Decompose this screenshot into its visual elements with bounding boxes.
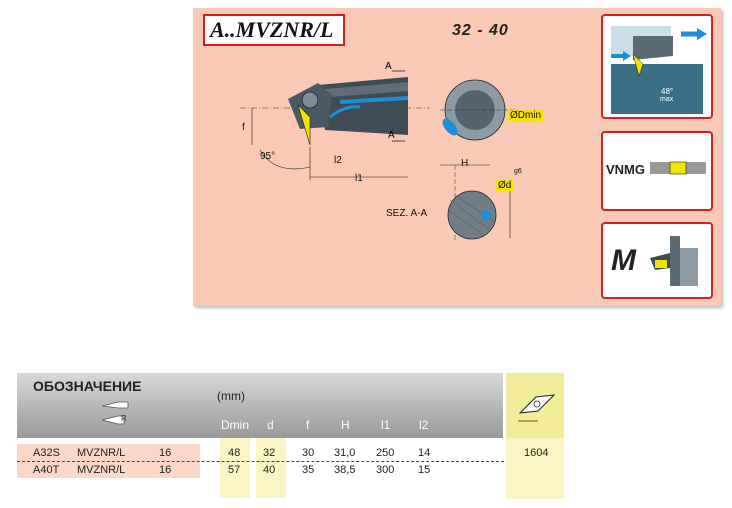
row2-name: MVZNR/L xyxy=(77,464,126,476)
angle-sub: max xyxy=(660,96,674,103)
unit-label: (mm) xyxy=(217,389,245,403)
insert-type-label: VNMG xyxy=(606,162,645,177)
col-header-dmin: Dmin xyxy=(221,418,250,432)
row2-code: A40T xyxy=(33,464,60,476)
row2-l1: 300 xyxy=(376,464,395,476)
col-header-h: H xyxy=(341,418,350,432)
coolant-illustration xyxy=(611,26,707,114)
insert-profile-icon xyxy=(650,161,706,175)
dmin-column-highlight xyxy=(220,438,250,498)
row2-l2: 15 xyxy=(418,464,431,476)
row1-h: 31,0 xyxy=(334,447,356,459)
svg-text:l1: l1 xyxy=(355,173,363,184)
svg-text:A: A xyxy=(385,61,392,72)
clamp-illustration xyxy=(650,236,698,286)
row1-dmin: 48 xyxy=(228,447,241,459)
col-header-d: d xyxy=(267,418,274,432)
table-header xyxy=(17,373,503,438)
angle-label: 48° xyxy=(661,87,674,96)
col-header-l1: l1 xyxy=(381,418,391,432)
arrow-right-icon xyxy=(697,28,707,40)
technical-drawing: A A f 95° l2 l1 xyxy=(240,61,515,184)
row1-size: 16 xyxy=(159,447,172,459)
row2-size: 16 xyxy=(159,464,172,476)
row2-h: 38,5 xyxy=(334,464,356,476)
d-label: Ød xyxy=(496,180,514,191)
row1-name: MVZNR/L xyxy=(77,447,126,459)
h-label: H xyxy=(461,158,469,169)
row1-l2: 14 xyxy=(418,447,431,459)
row2-dmin: 57 xyxy=(228,464,241,476)
section-view xyxy=(440,164,511,240)
diameter-range: 32 - 40 xyxy=(452,22,509,39)
row2-d: 40 xyxy=(263,464,276,476)
section-label: SEZ. A-A xyxy=(386,208,428,219)
coolant-channel xyxy=(339,96,409,104)
insert-shape xyxy=(297,104,311,146)
col-header-f: f xyxy=(306,418,310,432)
d-column-highlight xyxy=(256,438,286,498)
col-header-l2: l2 xyxy=(419,418,429,432)
svg-text:f: f xyxy=(242,122,245,133)
row2-f: 35 xyxy=(302,464,315,476)
clamp-type-label: M xyxy=(611,244,636,277)
row1-f: 30 xyxy=(302,447,315,459)
g6-label: g6 xyxy=(514,168,522,175)
insert-rhombus-icon xyxy=(518,394,556,422)
designation-title: ОБОЗНАЧЕНИЕ xyxy=(33,378,142,394)
insert-code: 1604 xyxy=(524,447,549,459)
insert-column-header xyxy=(506,373,564,438)
hand-label: R xyxy=(121,414,127,423)
dmin-label: ØDmin xyxy=(508,110,544,121)
row-separator xyxy=(17,461,504,462)
section-circle xyxy=(447,190,497,240)
tool-hand-icon xyxy=(101,401,129,425)
row1-code: A32S xyxy=(33,447,60,459)
row1-l1: 250 xyxy=(376,447,395,459)
coolant-card xyxy=(601,14,713,119)
row1-d: 32 xyxy=(263,447,276,459)
svg-text:95°: 95° xyxy=(260,151,275,162)
tool-title: A..MVZNR/L xyxy=(203,14,345,46)
svg-text:A: A xyxy=(388,130,395,141)
svg-text:l2: l2 xyxy=(334,155,342,166)
